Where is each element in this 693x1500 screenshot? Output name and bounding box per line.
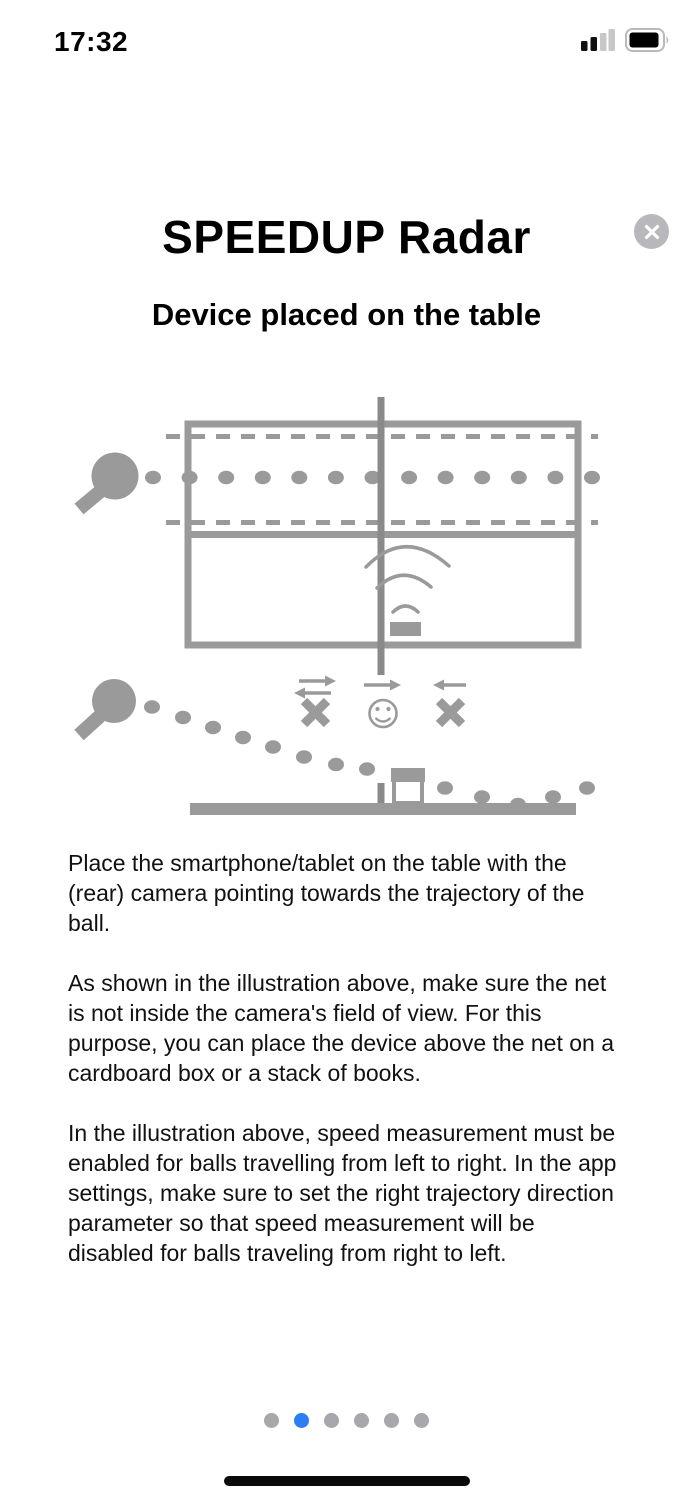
page-title: SPEEDUP Radar bbox=[162, 211, 531, 263]
page-dot-6[interactable] bbox=[414, 1413, 429, 1428]
battery-icon bbox=[625, 28, 669, 52]
paddle-icon-top bbox=[74, 452, 139, 515]
cellular-signal-icon bbox=[581, 29, 615, 51]
table-top-view bbox=[74, 397, 600, 675]
device-top-view bbox=[390, 622, 421, 636]
close-icon bbox=[644, 224, 659, 239]
page-dot-5[interactable] bbox=[384, 1413, 399, 1428]
ball-trajectory-side-view bbox=[144, 700, 375, 776]
radar-waves-icon bbox=[364, 545, 451, 614]
table-side-view bbox=[74, 675, 595, 815]
status-time: 17:32 bbox=[54, 26, 129, 57]
page-dot-4[interactable] bbox=[354, 1413, 369, 1428]
setup-illustration bbox=[74, 397, 600, 815]
page-dot-3[interactable] bbox=[324, 1413, 339, 1428]
smiley-icon bbox=[368, 698, 398, 729]
home-indicator[interactable] bbox=[224, 1476, 470, 1486]
table-surface-side bbox=[190, 803, 576, 815]
close-button[interactable] bbox=[634, 214, 669, 249]
device-on-box-icon bbox=[391, 768, 425, 805]
ball-bounce-dots bbox=[437, 781, 595, 812]
paragraph-direction-setting: In the illustration above, speed measure… bbox=[68, 1120, 617, 1266]
status-bar: 17:32 bbox=[0, 0, 693, 90]
status-icons bbox=[581, 28, 671, 52]
paragraph-placement: Place the smartphone/tablet on the table… bbox=[68, 850, 585, 936]
direction-left-to-right-enabled bbox=[364, 679, 401, 729]
page-indicator bbox=[0, 1413, 693, 1428]
net-side-view bbox=[377, 783, 385, 803]
direction-both-disabled bbox=[294, 675, 336, 728]
page-dot-1[interactable] bbox=[264, 1413, 279, 1428]
page-dot-2[interactable] bbox=[294, 1413, 309, 1428]
direction-right-to-left-disabled bbox=[433, 679, 466, 728]
paragraph-net-visibility: As shown in the illustration above, make… bbox=[68, 970, 615, 1086]
arrows-both-directions-icon bbox=[299, 679, 331, 695]
page-subtitle: Device placed on the table bbox=[151, 297, 542, 332]
ball-trajectory-top-view bbox=[145, 470, 600, 485]
instructions-text: Place the smartphone/tablet on the table… bbox=[68, 848, 624, 1298]
paddle-icon-side bbox=[74, 679, 136, 741]
x-mark-icon bbox=[435, 697, 466, 728]
net-line bbox=[377, 397, 385, 675]
x-mark-icon bbox=[300, 697, 331, 728]
